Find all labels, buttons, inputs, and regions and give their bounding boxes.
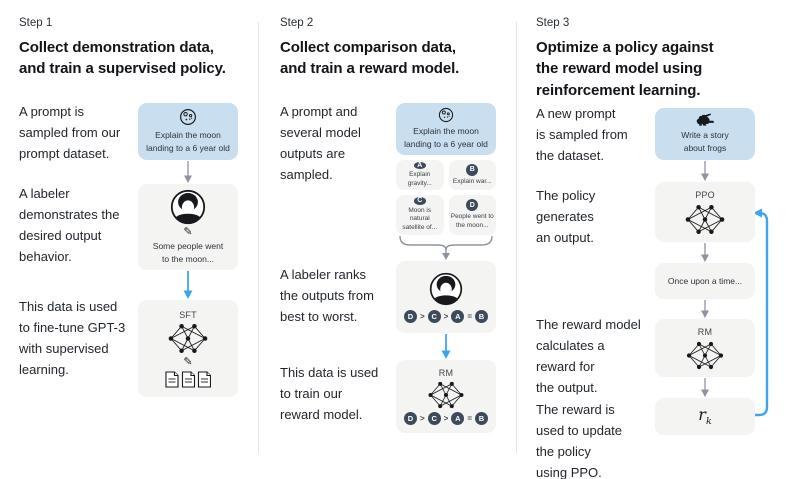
reward-value-box: rk xyxy=(655,398,755,435)
ranking-chip: B xyxy=(475,309,488,323)
step-label: Step 2 xyxy=(280,17,314,29)
pencil-icon: ✎ xyxy=(183,225,193,238)
brace-merge-icon xyxy=(399,235,493,260)
caption: This data is used to fine-tune GPT-3 wit… xyxy=(19,299,126,378)
pencil-icon: ✎ xyxy=(183,355,193,368)
output-card-text: People went to the moon... xyxy=(450,213,494,229)
ranking-chip: D xyxy=(403,309,417,323)
prompt-box: Write a story about frogs xyxy=(655,108,755,160)
prompt-text: Explain the moon landing to a 6 year old xyxy=(146,130,230,153)
labeler-box: ✎ Some people went to the moon... xyxy=(138,184,238,270)
ranking-chip: C xyxy=(427,309,441,323)
step-1-column: Step 1 Collect demonstration data, and t… xyxy=(0,0,258,479)
output-card-d: D People went to the moon... xyxy=(448,195,496,235)
output-card-text: Moon is natural satellite of... xyxy=(402,206,438,232)
network-icon xyxy=(168,323,208,353)
step-title: Collect demonstration data, and train a … xyxy=(19,39,226,78)
moon-icon xyxy=(179,109,197,126)
caption: A new prompt is sampled from the dataset… xyxy=(536,106,628,164)
arrow-down-blue-icon xyxy=(441,334,451,359)
arrow-down-icon xyxy=(701,161,709,181)
output-badge: C xyxy=(413,197,426,205)
policy-output-text: Once upon a time... xyxy=(667,275,743,286)
rm-model-box: RM xyxy=(655,319,755,377)
model-name: SFT xyxy=(179,309,197,320)
ranking-separator: = xyxy=(467,311,472,321)
ranking-chips: D > C > A = B xyxy=(403,309,488,323)
prompt-box: Explain the moon landing to a 6 year old xyxy=(138,103,238,160)
documents-icon xyxy=(165,370,211,388)
ranking-separator: = xyxy=(467,414,472,423)
ppo-policy-box: PPO xyxy=(655,182,755,242)
step-label: Step 3 xyxy=(536,17,570,29)
model-name: RM xyxy=(697,326,713,337)
caption: A prompt and several model outputs are s… xyxy=(280,104,361,183)
ranking-chip: C xyxy=(427,412,441,425)
output-cards: A Explain gravity... B Explain war... C … xyxy=(396,160,496,235)
arrow-down-icon xyxy=(701,300,709,318)
ranking-chips: D > C > A = B xyxy=(403,412,488,425)
output-badge: D xyxy=(466,199,479,212)
ranking-chip: D xyxy=(403,412,417,425)
arrow-down-icon xyxy=(701,243,709,262)
ranking-separator: > xyxy=(419,311,425,321)
caption: The policy generates an output. xyxy=(536,188,596,246)
ranking-separator: > xyxy=(443,311,449,321)
caption: A labeler ranks the outputs from best to… xyxy=(280,267,374,325)
output-card-a: A Explain gravity... xyxy=(396,160,444,190)
step-3-flow: Write a story about frogs PPO xyxy=(655,108,755,435)
output-badge: B xyxy=(466,163,479,176)
ranking-separator: > xyxy=(443,414,449,423)
labeler-icon xyxy=(170,189,206,224)
arrow-down-icon xyxy=(701,378,709,397)
step-title: Optimize a policy against the reward mod… xyxy=(536,39,714,99)
step-1-flow: Explain the moon landing to a 6 year old xyxy=(138,103,238,397)
caption: The reward is used to update the policy … xyxy=(536,402,623,479)
ranking-separator: > xyxy=(419,414,425,423)
reward-symbol-base: r xyxy=(698,405,706,425)
network-icon xyxy=(428,381,464,409)
arrow-down-icon xyxy=(184,161,192,183)
frog-icon xyxy=(696,113,714,126)
prompt-text: Explain the moon landing to a 6 year old xyxy=(404,126,488,149)
output-badge: A xyxy=(413,161,426,169)
network-icon xyxy=(685,204,725,234)
sft-model-box: SFT ✎ xyxy=(138,300,238,397)
labeler-output-text: Some people went to the moon... xyxy=(152,240,224,264)
labeler-box: D > C > A = B xyxy=(396,261,496,333)
step-3-column: Step 3 Optimize a policy against the rew… xyxy=(516,0,788,479)
arrow-down-blue-icon xyxy=(183,271,193,299)
labeler-icon xyxy=(429,272,463,305)
reward-symbol-subscript: k xyxy=(705,416,712,428)
step-title: Collect comparison data, and train a rew… xyxy=(280,39,460,78)
column-divider xyxy=(516,22,517,453)
prompt-box: Explain the moon landing to a 6 year old xyxy=(396,103,496,155)
rm-model-box: RM D xyxy=(396,360,496,433)
feedback-loop-arrow-icon xyxy=(753,208,769,417)
ranking-chip: A xyxy=(451,412,465,425)
step-2-flow: Explain the moon landing to a 6 year old… xyxy=(396,103,496,433)
step-label: Step 1 xyxy=(19,17,53,29)
caption: This data is used to train our reward mo… xyxy=(280,365,379,423)
column-divider xyxy=(258,22,259,453)
model-name: PPO xyxy=(695,189,715,200)
ranking-chip: B xyxy=(475,412,488,425)
output-card-text: Explain war... xyxy=(452,177,492,185)
model-name: RM xyxy=(438,368,454,378)
ranking-chip: A xyxy=(451,309,465,323)
prompt-text: Write a story about frogs xyxy=(681,130,729,153)
network-icon xyxy=(686,341,724,369)
output-card-text: Explain gravity... xyxy=(407,170,432,187)
caption: A labeler demonstrates the desired outpu… xyxy=(19,186,120,265)
output-card-b: B Explain war... xyxy=(448,160,496,190)
moon-icon xyxy=(438,108,454,123)
output-card-c: C Moon is natural satellite of... xyxy=(396,195,444,235)
reward-symbol: rk xyxy=(698,405,711,427)
step-2-column: Step 2 Collect comparison data, and trai… xyxy=(258,0,516,479)
policy-output-box: Once upon a time... xyxy=(655,263,755,299)
caption: A prompt is sampled from our prompt data… xyxy=(19,104,121,162)
caption: The reward model calculates a reward for… xyxy=(536,317,641,396)
